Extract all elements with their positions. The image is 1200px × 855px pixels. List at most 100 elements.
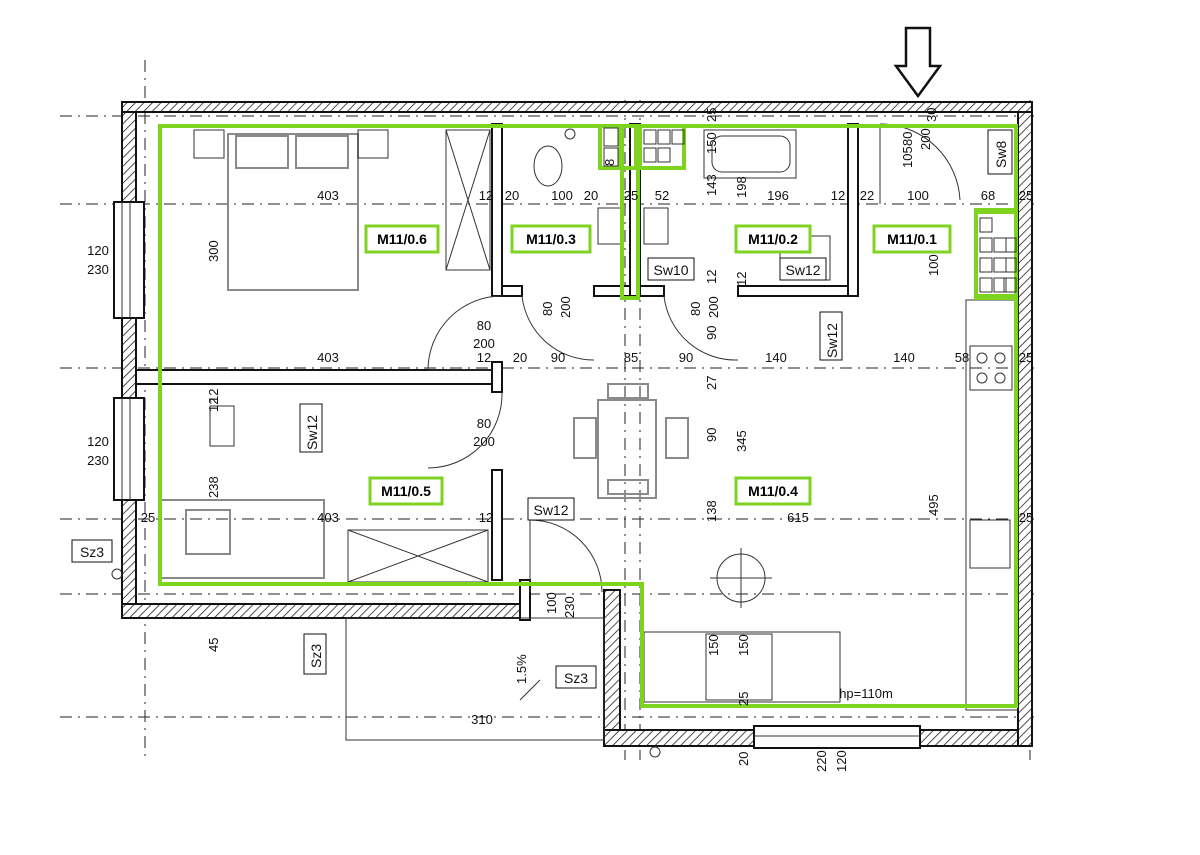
room-label-m11-06: M11/0.6 xyxy=(377,231,427,247)
dim-label: 403 xyxy=(317,188,339,203)
dim-label: 403 xyxy=(317,350,339,365)
room-label-m11-05: M11/0.5 xyxy=(381,483,431,499)
dim-label: 90 xyxy=(704,428,719,442)
shafts xyxy=(603,127,1017,293)
dim-label: 90 xyxy=(551,350,565,365)
dim-label: 25 xyxy=(704,108,719,122)
dim-label: 25 xyxy=(736,692,751,706)
dim-label: 12 xyxy=(206,389,221,403)
dim-label: 25 xyxy=(1019,350,1033,365)
dim-label: 230 xyxy=(87,453,109,468)
dim-label: 20 xyxy=(505,188,519,203)
dim-label: 230 xyxy=(87,262,109,277)
room-labels: M11/0.6 M11/0.3 M11/0.2 M11/0.1 M11/0.5 … xyxy=(364,224,952,506)
dim-label: 12 xyxy=(477,350,491,365)
room-label-m11-01: M11/0.1 xyxy=(887,231,937,247)
dim-label: 12 xyxy=(734,272,749,286)
dim-label: 12 xyxy=(831,188,845,203)
dim-label: 300 xyxy=(206,240,221,262)
tag-sw12-door: Sw12 xyxy=(533,502,568,518)
dim-label: 100 xyxy=(544,592,559,614)
dim-label: 80 xyxy=(900,132,915,146)
dim-label: 90 xyxy=(704,326,719,340)
dim-label: 196 xyxy=(767,188,789,203)
dim-label: 615 xyxy=(787,510,809,525)
dim-label: 45 xyxy=(206,638,221,652)
dim-label: 150 xyxy=(706,634,721,656)
dim-label: 12 xyxy=(479,188,493,203)
dim-label: 140 xyxy=(893,350,915,365)
dim-label: 80 xyxy=(477,318,491,333)
tag-sw12-bath: Sw12 xyxy=(785,262,820,278)
dim-label: 230 xyxy=(562,596,577,618)
dim-label: 1.5% xyxy=(514,654,529,684)
dim-label: 58 xyxy=(955,350,969,365)
dim-label: 403 xyxy=(317,510,339,525)
dim-label: 30 xyxy=(924,108,939,122)
dim-label: 100 xyxy=(926,254,941,276)
dim-label: 80 xyxy=(540,302,555,316)
dim-label: 80 xyxy=(477,416,491,431)
dim-label: 200 xyxy=(706,296,721,318)
dim-label: 100 xyxy=(551,188,573,203)
tag-sz3-balcony: Sz3 xyxy=(564,670,588,686)
dim-label: 20 xyxy=(513,350,527,365)
dim-label: 150 xyxy=(736,634,751,656)
dim-label: 52 xyxy=(655,188,669,203)
dimensions-vertical: 300 238 12 45 143 198 150 12 12 80 200 9… xyxy=(206,108,941,772)
dim-label: 150 xyxy=(704,132,719,154)
tag-sz3-south: Sz3 xyxy=(308,644,324,668)
dim-label: 12 xyxy=(704,270,719,284)
tag-sw12-bedroom: Sw12 xyxy=(304,415,320,450)
dim-label: 100 xyxy=(907,188,929,203)
dim-label: 120 xyxy=(834,750,849,772)
down-arrow-icon xyxy=(893,26,943,99)
tag-sw8: Sw8 xyxy=(993,141,1009,168)
dim-label: 120 xyxy=(87,434,109,449)
room-label-m11-03: M11/0.3 xyxy=(526,231,576,247)
dim-label: 143 xyxy=(704,174,719,196)
dim-label: 138 xyxy=(704,500,719,522)
dim-label: 345 xyxy=(734,430,749,452)
dim-label: 105 xyxy=(900,146,915,168)
dim-label: 20 xyxy=(736,752,751,766)
tag-sw10: Sw10 xyxy=(653,262,688,278)
element-tags: Sw8 Sw10 Sw12 Sw12 Sw12 Sw12 Sz3 Sz3 Sz3 xyxy=(71,129,1013,689)
dim-label: 27 xyxy=(704,376,719,390)
dim-label: 200 xyxy=(558,296,573,318)
dim-label: 200 xyxy=(473,336,495,351)
dim-label: 85 xyxy=(624,350,638,365)
dim-label: hp=110m xyxy=(839,686,893,701)
dim-label: 25 xyxy=(624,188,638,203)
dim-label: 198 xyxy=(734,176,749,198)
dim-label: 12 xyxy=(479,510,493,525)
furniture xyxy=(159,128,1019,711)
dim-label: 20 xyxy=(584,188,598,203)
dim-label: 25 xyxy=(1019,510,1033,525)
tag-sw12-vertical: Sw12 xyxy=(824,323,840,358)
tag-sz3-west: Sz3 xyxy=(80,544,104,560)
dim-label: 140 xyxy=(765,350,787,365)
dim-label: 120 xyxy=(87,243,109,258)
dim-label: 80 xyxy=(688,302,703,316)
room-outlines xyxy=(158,124,1018,708)
dim-label: 8 xyxy=(602,159,617,166)
balcony xyxy=(111,568,661,758)
room-label-m11-02: M11/0.2 xyxy=(748,231,798,247)
dim-label: 25 xyxy=(1019,188,1033,203)
dim-label: 22 xyxy=(860,188,874,203)
dim-label: 200 xyxy=(473,434,495,449)
dim-label: 25 xyxy=(141,510,155,525)
dim-label: 238 xyxy=(206,476,221,498)
dim-label: 12 xyxy=(206,398,221,412)
dim-label: 310 xyxy=(471,712,493,727)
doors xyxy=(427,123,961,593)
dim-label: 495 xyxy=(926,494,941,516)
room-label-m11-04: M11/0.4 xyxy=(748,483,798,499)
exterior-walls xyxy=(113,101,1033,749)
interior-walls xyxy=(135,123,859,621)
dim-label: 90 xyxy=(679,350,693,365)
dim-label: 68 xyxy=(981,188,995,203)
dim-label: 200 xyxy=(918,128,933,150)
